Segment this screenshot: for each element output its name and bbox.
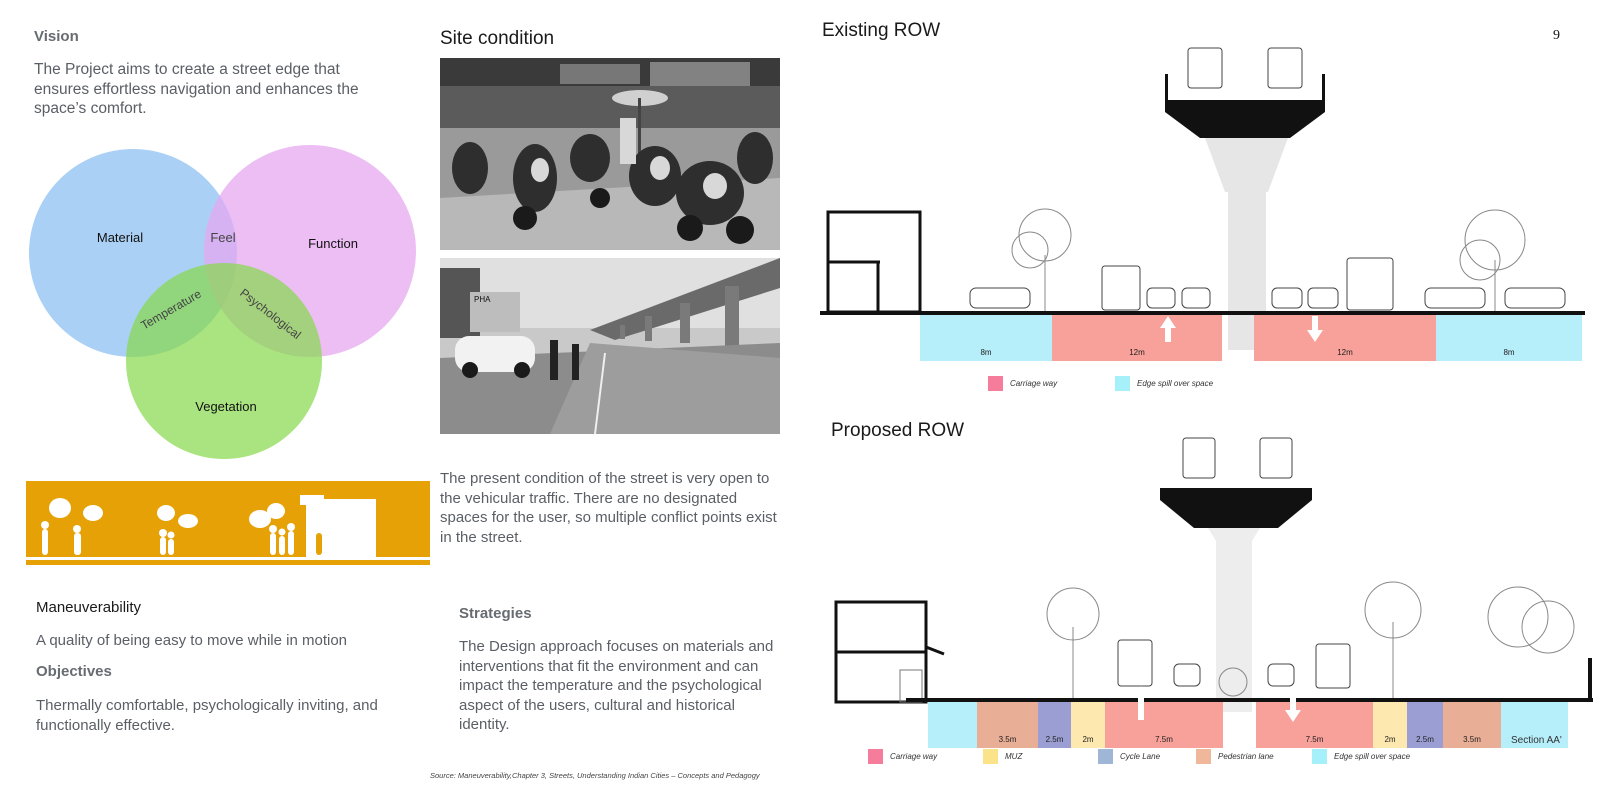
proposed-lane-2 — [1038, 702, 1071, 748]
strategies-text: The Design approach focuses on materials… — [459, 638, 774, 733]
proposed-lane-label-6: 2m — [1384, 735, 1395, 744]
existing-legend-swatch-1 — [1115, 376, 1130, 391]
site-photo-flyover: PHA — [440, 258, 780, 434]
proposed-row-title: Proposed ROW — [831, 420, 965, 441]
existing-lane-label-2: 12m — [1337, 348, 1353, 357]
site-text: The present condition of the street is v… — [440, 470, 777, 546]
venn-diagram: Material Function Vegetation Feel Temper… — [29, 145, 416, 459]
venn-label-function: Function — [308, 236, 358, 251]
site-photo-scooters — [440, 58, 780, 250]
proposed-lane-8 — [1443, 702, 1501, 748]
proposed-lane-0 — [928, 702, 977, 748]
existing-legend-swatch-0 — [988, 376, 1003, 391]
proposed-legend-swatch-1 — [983, 749, 998, 764]
proposed-lane-4 — [1105, 702, 1223, 748]
venn-label-feel: Feel — [210, 230, 235, 245]
proposed-lane-label-7: 2.5m — [1416, 735, 1434, 744]
flyover-icon — [1160, 437, 1312, 712]
proposed-legend-label-1: MUZ — [1005, 752, 1023, 761]
vision-text: The Project aims to create a street edge… — [34, 61, 359, 117]
vehicles-icon — [969, 257, 1566, 311]
proposed-lane-3 — [1071, 702, 1105, 748]
proposed-lane-label-4: 7.5m — [1155, 735, 1173, 744]
section-label: Section AA' — [1511, 735, 1562, 746]
existing-legend-label-1: Edge spill over space — [1137, 379, 1214, 388]
maneuverability-text: A quality of being easy to move while in… — [36, 632, 348, 649]
existing-lane-label-1: 12m — [1129, 348, 1145, 357]
proposed-lane-label-2: 2.5m — [1046, 735, 1064, 744]
maneuverability-heading: Maneuverability — [36, 599, 142, 616]
existing-lane-3 — [1436, 315, 1582, 361]
proposed-legend-swatch-4 — [1312, 749, 1327, 764]
source-note: Source: Maneuverability,Chapter 3, Stree… — [430, 771, 760, 780]
people-silhouettes-icon — [41, 495, 376, 557]
svg-text:PHA: PHA — [474, 295, 491, 304]
existing-legend-label-0: Carriage way — [1010, 379, 1058, 388]
proposed-lane-1 — [977, 702, 1038, 748]
existing-row-section: 8m 12m 12m 8m Carriage way Edge spill over s… — [820, 47, 1585, 391]
proposed-lane-6 — [1373, 702, 1407, 748]
existing-lane-2 — [1254, 315, 1436, 361]
proposed-lane-label-1: 3.5m — [999, 735, 1017, 744]
existing-lane-label-0: 8m — [980, 348, 991, 357]
proposed-legend-swatch-3 — [1196, 749, 1211, 764]
strategies-heading: Strategies — [459, 605, 532, 622]
vehicles-icon — [1117, 639, 1351, 689]
proposed-legend-label-0: Carriage way — [890, 752, 938, 761]
building-icon — [834, 600, 945, 704]
objectives-heading: Objectives — [36, 663, 112, 680]
proposed-legend-label-4: Edge spill over space — [1334, 752, 1411, 761]
venn-label-material: Material — [97, 230, 143, 245]
proposed-legend-label-3: Pedestrian lane — [1218, 752, 1274, 761]
proposed-legend-swatch-2 — [1098, 749, 1113, 764]
existing-row-title: Existing ROW — [822, 20, 941, 41]
proposed-lane-7 — [1407, 702, 1443, 748]
proposed-lane-label-8: 3.5m — [1463, 735, 1481, 744]
proposed-lane-5 — [1256, 702, 1373, 748]
vision-heading: Vision — [34, 28, 79, 45]
proposed-legend-label-2: Cycle Lane — [1120, 752, 1161, 761]
objectives-text: Thermally comfortable, psychologically i… — [36, 697, 378, 734]
venn-circle-vegetation — [126, 263, 322, 459]
existing-lane-1 — [1052, 315, 1222, 361]
people-banner — [26, 481, 430, 565]
proposed-lane-label-5: 7.5m — [1306, 735, 1324, 744]
proposed-row-section: 3.5m 2.5m 2m 7.5m 7.5m 2m 2.5m 3.5m Carriage wa… — [834, 437, 1593, 764]
venn-label-vegetation: Vegetation — [195, 399, 256, 414]
existing-lane-label-3: 8m — [1503, 348, 1514, 357]
building-icon — [826, 210, 922, 314]
page-number: 9 — [1553, 28, 1560, 43]
proposed-lane-9 — [1501, 702, 1568, 748]
site-heading: Site condition — [440, 28, 555, 49]
proposed-lane-label-3: 2m — [1082, 735, 1093, 744]
proposed-legend-swatch-0 — [868, 749, 883, 764]
existing-lane-0 — [920, 315, 1052, 361]
